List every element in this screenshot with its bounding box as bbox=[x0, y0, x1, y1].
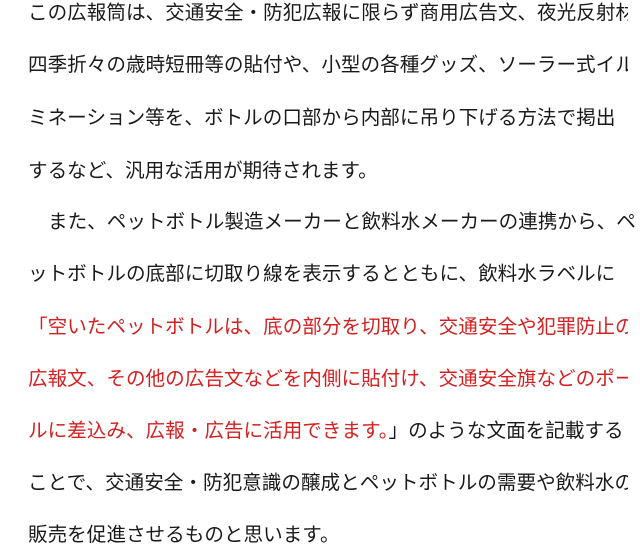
text-segment: 」のような文面を記載する bbox=[388, 419, 624, 442]
highlighted-text-line: 広報文、その他の広告文などを内側に貼付け、交通安全旗などのポー bbox=[28, 367, 628, 390]
highlighted-text: ルに差込み、広報・広告に活用できます。 bbox=[28, 419, 389, 442]
mixed-text-line: ルに差込み、広報・広告に活用できます。」のような文面を記載する bbox=[28, 413, 628, 449]
text-line: 四季折々の歳時短冊等の貼付や、小型の各種グッズ、ソーラー式イル bbox=[28, 53, 628, 76]
text-line: ットボトルの底部に切取り線を表示するとともに、飲料水ラベルに bbox=[28, 262, 616, 285]
highlighted-text-line: 「空いたペットボトルは、底の部分を切取り、交通安全や犯罪防止の bbox=[28, 315, 628, 338]
text-line: 販売を促進させるものと思います。 bbox=[28, 523, 340, 546]
text-line: この広報筒は、交通安全・防犯広報に限らず商用広告文、夜光反射材、 bbox=[28, 1, 628, 24]
text-line: するなど、汎用な活用が期待されます。 bbox=[28, 159, 378, 182]
text-line: ミネーション等を、ボトルの口部から内部に吊り下げる方法で掲出 bbox=[28, 106, 616, 129]
text-line: また、ペットボトル製造メーカーと飲料水メーカーの連携から、ペ bbox=[48, 210, 636, 233]
text-line: ことで、交通安全・防犯意識の醸成とペットボトルの需要や飲料水の bbox=[28, 471, 628, 494]
